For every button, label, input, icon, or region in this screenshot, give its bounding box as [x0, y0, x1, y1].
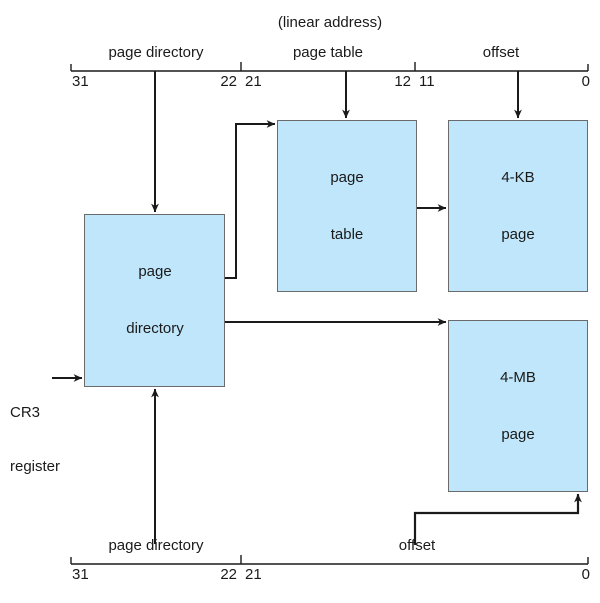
bottom-ruler-bit-31: 31 [72, 566, 89, 583]
page-directory-box[interactable] [84, 214, 225, 387]
page-table-box[interactable] [277, 120, 417, 292]
top-ruler-field-label-page-directory: page directory [108, 44, 204, 61]
four-kb-page-label-line2: page [501, 226, 535, 243]
cr3-register-label-line2: register [10, 458, 61, 475]
top-ruler-bit-12: 12 [394, 73, 411, 90]
cr3-register-label-line1: CR3 [10, 404, 41, 421]
four-mb-page-label-line1: 4-MB [500, 369, 536, 386]
four-kb-page-box-label: 4-KB page [501, 130, 534, 282]
top-ruler-field-label-offset: offset [482, 44, 520, 61]
top-ruler-bit-31: 31 [72, 73, 89, 90]
top-ruler-bit-22: 22 [220, 73, 237, 90]
top-ruler-bit-21: 21 [245, 73, 262, 90]
top-ruler [70, 62, 589, 72]
bottom-ruler-field-label-offset: offset [398, 537, 436, 554]
bottom-ruler [70, 555, 589, 565]
four-mb-page-label-line2: page [501, 426, 535, 443]
page-directory-label-line2: directory [126, 320, 184, 337]
page-table-label-line1: page [330, 169, 364, 186]
page-table-box-label: page table [330, 130, 363, 282]
top-ruler-bit-0: 0 [581, 73, 590, 90]
bottom-ruler-bit-22: 22 [220, 566, 237, 583]
diagram-title: (linear address) [277, 14, 383, 31]
bottom-ruler-bit-21: 21 [245, 566, 262, 583]
bottom-ruler-field-label-page-directory: page directory [108, 537, 204, 554]
top-ruler-field-label-page-table: page table [292, 44, 364, 61]
four-mb-page-box-label: 4-MB page [500, 330, 536, 482]
cr3-register-label: CR3 register [10, 368, 60, 512]
four-kb-page-label-line1: 4-KB [501, 169, 535, 186]
page-directory-label-line1: page [138, 263, 172, 280]
connector-bottom-offset-to-4mb-page [413, 493, 582, 545]
bottom-ruler-bit-0: 0 [581, 566, 590, 583]
page-directory-box-label: page directory [126, 224, 184, 376]
top-ruler-bit-11: 11 [419, 73, 435, 90]
connector-pagedirectory-to-pagetable [225, 120, 276, 279]
page-table-label-line2: table [330, 226, 364, 243]
four-kb-page-box[interactable] [448, 120, 588, 292]
four-mb-page-box[interactable] [448, 320, 588, 492]
